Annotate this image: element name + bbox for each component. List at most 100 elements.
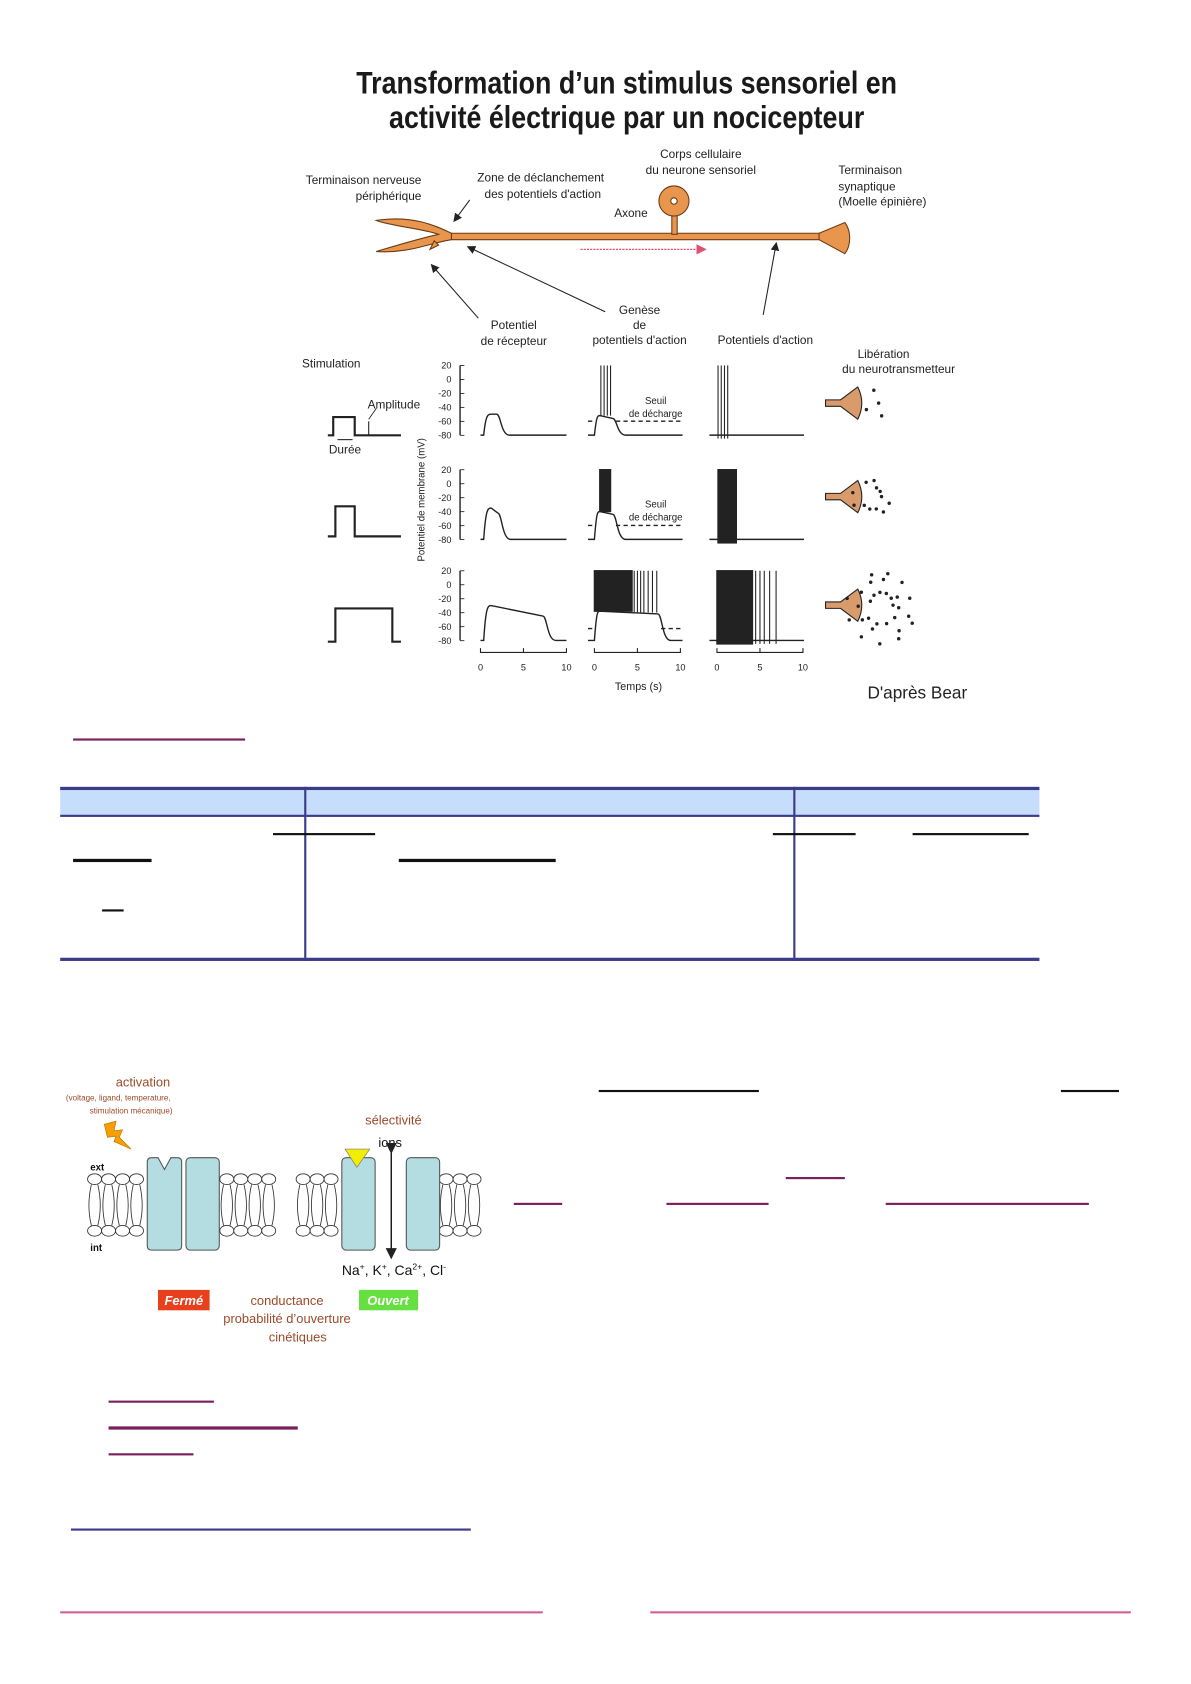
x-tick-label: 5 xyxy=(635,663,640,673)
generator-trace xyxy=(587,510,683,541)
neurotransmitter-dot xyxy=(906,614,911,618)
threshold-label: de décharge xyxy=(629,512,683,523)
section-heading-underline xyxy=(73,738,246,741)
y-tick-label: -20 xyxy=(438,389,451,399)
lipid-tail xyxy=(453,1184,467,1226)
selectivity-filter-icon xyxy=(344,1148,371,1168)
figure-shape xyxy=(374,218,452,253)
nociceptor-figure: Terminaison nerveuse périphérique Zone d… xyxy=(302,147,967,703)
neurotransmitter-dot xyxy=(874,507,879,511)
generator-trace xyxy=(587,414,683,436)
footer-rule-left xyxy=(60,1611,543,1614)
lipid-tail xyxy=(324,1184,338,1226)
lipid-tail xyxy=(130,1184,143,1226)
lipid-tail xyxy=(88,1184,101,1226)
amplitude-pointer xyxy=(368,408,377,420)
figure-title-line2: activité électrique par un nocicepteur xyxy=(389,101,865,136)
figure-label: , Cl xyxy=(422,1262,443,1278)
figure-label: de récepteur xyxy=(481,334,547,348)
figure-label: probabilité d’ouverture xyxy=(223,1311,350,1326)
spike-train xyxy=(593,570,633,612)
neurotransmitter-dot xyxy=(878,642,882,646)
lipid-head xyxy=(219,1173,235,1185)
underline xyxy=(73,858,152,863)
figure-label: ions xyxy=(378,1135,402,1150)
figure-label: Amplitude xyxy=(368,397,421,411)
figure-label: - xyxy=(443,1261,446,1271)
spike-train xyxy=(716,570,754,645)
figure-label: synaptique xyxy=(838,179,896,193)
closed-channel-protein xyxy=(185,1157,220,1251)
figure-label: conductance xyxy=(250,1293,323,1308)
x-tick-label: 5 xyxy=(757,663,762,673)
y-tick-label: -80 xyxy=(438,636,451,646)
membrane-potential-plots xyxy=(327,365,914,654)
lipid-tail xyxy=(311,1184,324,1226)
table-header-cell xyxy=(60,788,307,817)
lipid-head xyxy=(247,1173,263,1185)
neurotransmitter-dot xyxy=(896,637,901,641)
threshold-label: de décharge xyxy=(629,409,683,420)
figure-label: cinétiques xyxy=(269,1329,327,1344)
x-tick-label: 0 xyxy=(478,663,483,673)
lipid-head xyxy=(261,1173,277,1185)
figure-shape xyxy=(430,263,479,319)
axon-terminal xyxy=(824,479,863,514)
lipid-head xyxy=(295,1173,311,1185)
closed-channel-protein xyxy=(146,1157,183,1251)
neurotransmitter-dot xyxy=(908,596,912,600)
figure-label: Axone xyxy=(614,206,648,220)
figure-label: , K xyxy=(365,1262,383,1278)
lipid-head xyxy=(323,1173,339,1185)
neurotransmitter-dot xyxy=(868,599,873,603)
neurotransmitter-dot xyxy=(875,622,879,626)
lipid-tail xyxy=(220,1184,233,1226)
y-tick-label: -60 xyxy=(438,417,451,427)
lipid-tail xyxy=(440,1184,453,1226)
table-cell xyxy=(793,815,1040,960)
open-channel-protein xyxy=(341,1157,376,1251)
figure-label: (Moelle épinière) xyxy=(838,194,926,208)
neurotransmitter-dot xyxy=(884,621,889,626)
lipid-head xyxy=(87,1224,103,1237)
neurotransmitter-dot xyxy=(896,606,901,610)
figure-label: Temps (s) xyxy=(615,681,662,693)
figure-label: Terminaison xyxy=(838,163,902,177)
spike-train xyxy=(599,469,612,513)
underline xyxy=(398,858,556,863)
y-tick-label: 20 xyxy=(441,566,451,576)
neurotransmitter-dot xyxy=(881,577,886,582)
underline xyxy=(785,1177,845,1180)
time-axis xyxy=(593,648,681,654)
neurotransmitter-dot xyxy=(847,618,851,622)
figure-label: 2+ xyxy=(412,1261,422,1271)
lipid-head xyxy=(233,1173,249,1185)
generator-trace xyxy=(587,610,683,642)
lipid-head xyxy=(438,1224,454,1237)
neurotransmitter-dot xyxy=(884,591,889,596)
figure-shape xyxy=(818,221,851,255)
list-item-underline xyxy=(108,1400,214,1403)
table-header-cell xyxy=(793,788,1040,817)
neurotransmitter-dot xyxy=(872,593,876,597)
underline xyxy=(666,1202,769,1205)
neurotransmitter-dot xyxy=(860,618,865,622)
neurotransmitter-dot xyxy=(852,503,856,507)
receptor-potential-trace xyxy=(480,507,567,541)
figure-label: Potentiel de membrane (mV) xyxy=(417,438,428,561)
neurotransmitter-dot xyxy=(897,629,901,633)
time-axis xyxy=(716,648,804,654)
lipid-head xyxy=(129,1173,144,1185)
figure-label: Zone de déclanchement xyxy=(477,171,604,185)
lipid-head xyxy=(129,1224,144,1237)
x-tick-label: 10 xyxy=(561,663,571,673)
y-tick-label: -80 xyxy=(438,535,451,545)
figure-shape xyxy=(670,197,678,205)
figure-label: + xyxy=(360,1261,365,1271)
lipid-head xyxy=(309,1224,325,1237)
threshold-label: Seuil xyxy=(645,396,666,407)
lipid-tail xyxy=(262,1184,275,1226)
lipid-head xyxy=(101,1224,116,1237)
lipid-head xyxy=(452,1224,468,1237)
neurotransmitter-dot xyxy=(872,478,876,483)
